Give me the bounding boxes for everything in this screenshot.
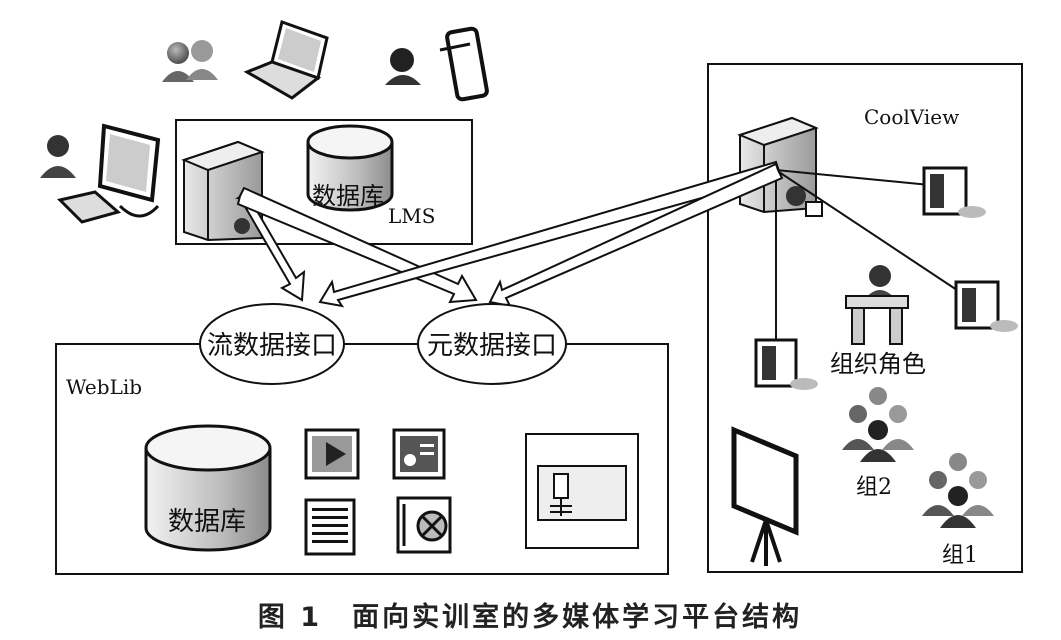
presentation-file-icon (392, 428, 446, 480)
group1-people-icon (922, 453, 994, 528)
projector-screen-icon (731, 426, 799, 566)
group1-label: 组1 (942, 543, 978, 568)
video-terminal-icon-2 (954, 280, 1018, 332)
meta-interface-ellipse (417, 303, 567, 385)
lms-db-label: 数据库 (312, 182, 384, 210)
video-terminal-icon-3 (754, 338, 818, 390)
lms-server-icon (181, 140, 265, 242)
laptop-icon (243, 20, 329, 100)
equipment-frame-icon (525, 433, 639, 549)
figure-caption: 图 1 面向实训室的多媒体学习平台结构 (258, 601, 802, 633)
lms-box (175, 119, 473, 245)
coolview-label: CoolView (864, 105, 959, 129)
link-to-terminal-1 (775, 169, 941, 187)
tablet-icon (439, 26, 489, 102)
coolview-box (707, 63, 1023, 573)
desktop-monitor-icon (57, 123, 161, 224)
weblib-db-label: 数据库 (168, 507, 246, 537)
arrow-coolview-to-stream (318, 160, 782, 308)
group2-label: 组2 (856, 475, 892, 500)
group2-people-icon (842, 387, 914, 462)
video-file-icon (304, 428, 360, 480)
stream-interface-label: 流数据接口 (207, 331, 337, 361)
stream-interface-ellipse (199, 303, 345, 385)
meta-interface-label: 元数据接口 (427, 331, 557, 361)
person-icon (385, 48, 421, 85)
instructor-podium-icon (845, 265, 909, 345)
link-to-terminal-2 (775, 169, 973, 301)
users-group-icon (162, 40, 218, 82)
media-resource-icon (396, 496, 452, 554)
lms-label: LMS (388, 204, 435, 228)
document-file-icon (304, 498, 356, 556)
coolview-server-icon (737, 116, 823, 217)
data-flow-arrows (235, 160, 784, 308)
arrow-coolview-to-meta (488, 162, 784, 308)
role-label: 组织角色 (830, 350, 926, 378)
lms-database-icon (306, 124, 394, 212)
weblib-box (55, 343, 669, 575)
arrow-lms-to-stream (235, 190, 306, 302)
user-icon (40, 135, 76, 178)
weblib-label: WebLib (66, 375, 142, 399)
video-terminal-icon-1 (922, 166, 986, 218)
weblib-database-icon (144, 424, 272, 552)
